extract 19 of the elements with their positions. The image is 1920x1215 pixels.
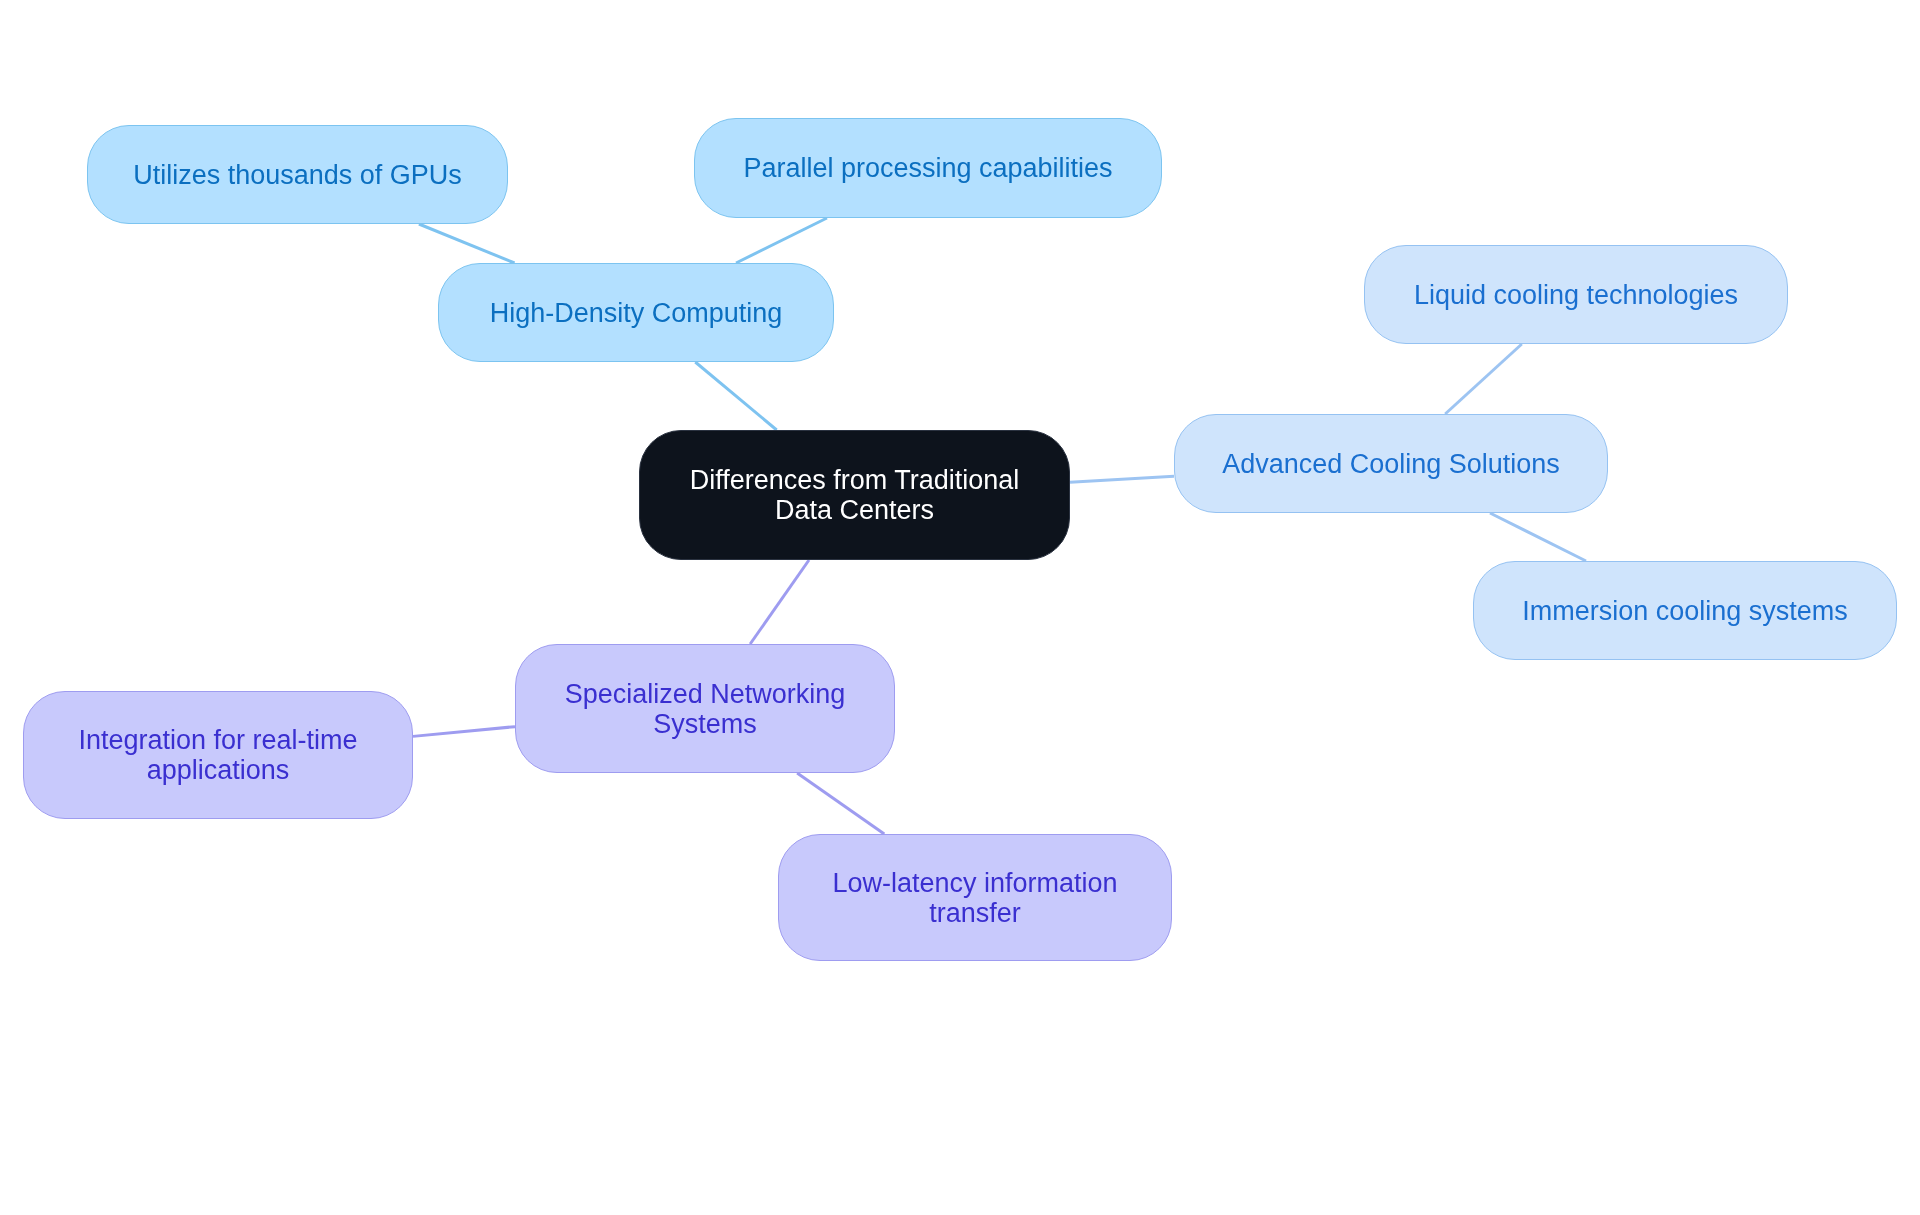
connector-line: [418, 222, 516, 265]
connector-line: [796, 771, 886, 836]
topic-box: Immersion cooling systems: [1473, 561, 1897, 660]
connector-line: [412, 725, 516, 738]
topic-box: Integration for real-time applications: [23, 691, 413, 819]
topic-box: Parallel processing capabilities: [694, 118, 1162, 218]
connector-line: [735, 216, 828, 265]
connector-line: [1489, 511, 1587, 563]
connector-line: [694, 360, 778, 432]
topic-box: High-Density Computing: [438, 263, 834, 362]
connector-line: [748, 559, 811, 645]
topic-box: Low-latency information transfer: [778, 834, 1172, 961]
topic-box: Advanced Cooling Solutions: [1174, 414, 1608, 513]
central-topic-box: Differences from Traditional Data Centers: [639, 430, 1070, 560]
connector-line: [1069, 474, 1175, 484]
connector-line: [1444, 342, 1523, 416]
topic-box: Liquid cooling technologies: [1364, 245, 1788, 344]
topic-box: Utilizes thousands of GPUs: [87, 125, 508, 224]
topic-box: Specialized Networking Systems: [515, 644, 895, 773]
